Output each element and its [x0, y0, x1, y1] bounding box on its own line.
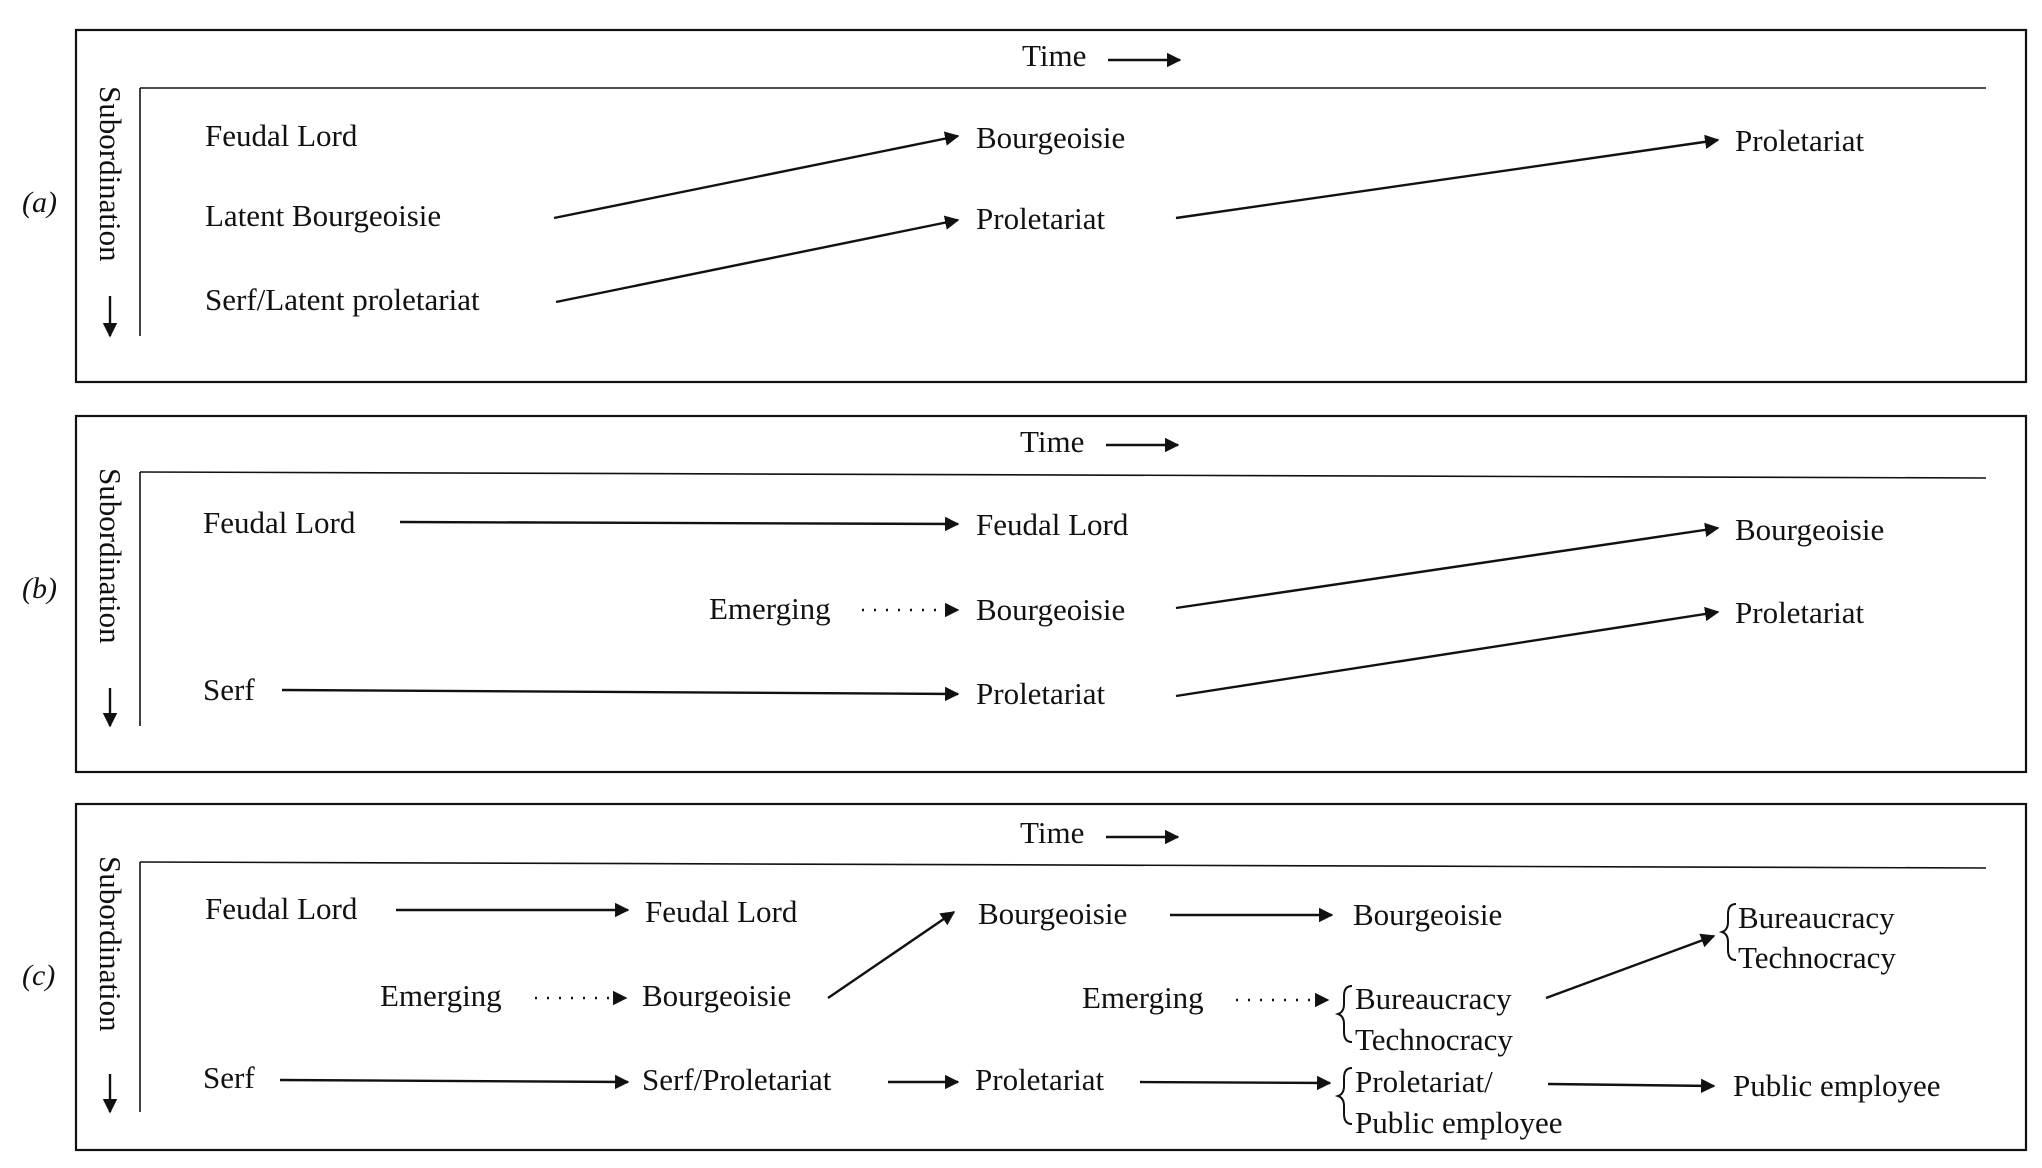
- brace: [1334, 985, 1353, 1043]
- panel-a: (a) Time Subordination Feudal Lord Laten…: [22, 28, 2028, 384]
- label-emerging: Emerging: [1082, 980, 1204, 1015]
- arrow: [281, 686, 960, 702]
- label-serf-proletariat: Serf/Proletariat: [642, 1062, 832, 1097]
- panel-a-frame: [74, 28, 2028, 384]
- arrow: [1547, 1078, 1716, 1094]
- label-proletariat: Proletariat: [976, 676, 1106, 711]
- time-axis-label: Time: [1022, 38, 1086, 73]
- arrow: [1139, 1075, 1332, 1091]
- panel-c-tag: (c): [22, 959, 55, 992]
- label-bourgeoisie: Bourgeoisie: [642, 978, 791, 1013]
- label-emerging: Emerging: [709, 591, 831, 626]
- label-serf: Serf: [203, 1060, 255, 1095]
- label-technocracy: Technocracy: [1738, 940, 1896, 975]
- label-feudal-lord: Feudal Lord: [205, 891, 358, 926]
- arrow: [279, 1074, 630, 1090]
- arrow: [1175, 606, 1720, 698]
- brace: [1334, 1067, 1353, 1125]
- label-bureaucracy: Bureaucracy: [1738, 900, 1895, 935]
- label-bourgeoisie: Bourgeoisie: [978, 896, 1127, 931]
- label-bourgeoisie: Bourgeoisie: [976, 120, 1125, 155]
- label-latent-bourgeoisie: Latent Bourgeoisie: [205, 198, 441, 233]
- arrow: [553, 131, 960, 220]
- subordination-axis-label: Subordination: [93, 468, 128, 644]
- label-proletariat: Proletariat: [1735, 123, 1865, 158]
- label-proletariat: Proletariat: [975, 1062, 1105, 1097]
- panel-c: (c) Time Subordination Feudal Lord Serf …: [22, 802, 2028, 1152]
- label-serf-latent-proletariat: Serf/Latent proletariat: [205, 282, 480, 317]
- panel-a-tag: (a): [22, 186, 57, 219]
- label-technocracy: Technocracy: [1355, 1022, 1513, 1057]
- label-bourgeoisie: Bourgeoisie: [976, 592, 1125, 627]
- label-feudal-lord: Feudal Lord: [205, 118, 358, 153]
- arrow: [827, 911, 956, 999]
- arrow: [1545, 933, 1716, 1000]
- label-proletariat: Proletariat: [976, 201, 1106, 236]
- arrow: [1175, 522, 1720, 610]
- label-feudal-lord: Feudal Lord: [203, 505, 356, 540]
- subordination-axis-label: Subordination: [93, 856, 128, 1032]
- time-axis-label: Time: [1020, 815, 1084, 850]
- label-feudal-lord: Feudal Lord: [976, 507, 1129, 542]
- brace: [1718, 903, 1737, 961]
- label-bourgeoisie: Bourgeoisie: [1353, 897, 1502, 932]
- arrow: [399, 516, 960, 532]
- label-bureaucracy: Bureaucracy: [1355, 981, 1512, 1016]
- label-bourgeoisie: Bourgeoisie: [1735, 512, 1884, 547]
- label-serf: Serf: [203, 672, 255, 707]
- panel-b: (b) Time Subordination Feudal Lord Serf …: [22, 414, 2028, 774]
- label-proletariat: Proletariat: [1735, 595, 1865, 630]
- time-rule: [139, 861, 1987, 869]
- arrow: [555, 215, 960, 304]
- panel-b-frame: [74, 414, 2028, 774]
- label-public-employee: Public employee: [1733, 1068, 1940, 1103]
- panel-c-frame: [74, 802, 2028, 1152]
- label-proletariat-slash: Proletariat/: [1355, 1064, 1493, 1099]
- label-feudal-lord: Feudal Lord: [645, 894, 798, 929]
- label-public-employee: Public employee: [1355, 1105, 1562, 1140]
- time-rule: [139, 471, 1987, 479]
- label-emerging: Emerging: [380, 978, 502, 1013]
- panel-b-tag: (b): [22, 572, 57, 605]
- arrow: [1175, 134, 1720, 220]
- subordination-axis-label: Subordination: [93, 86, 128, 262]
- time-axis-label: Time: [1020, 424, 1084, 459]
